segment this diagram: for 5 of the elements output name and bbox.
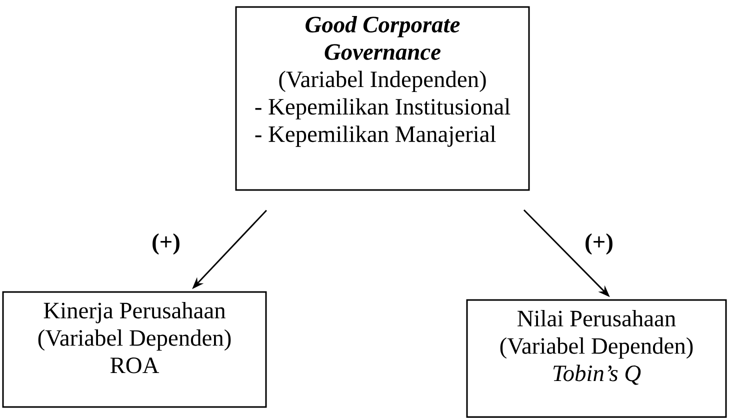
variable-box: Good Corporate Governance (Variabel Independen) - Kepemilikan Institusional - Kepemilikan Manajerial (235, 6, 530, 191)
edge-label: (+) (152, 233, 180, 255)
edge-label: (+) (586, 233, 612, 255)
variable-box: Nilai Perusahaan (Variabel Dependen) Tobin’s Q (466, 299, 727, 418)
variable-box: Kinerja Perusahaan (Variabel Dependen) ROA (2, 291, 267, 408)
